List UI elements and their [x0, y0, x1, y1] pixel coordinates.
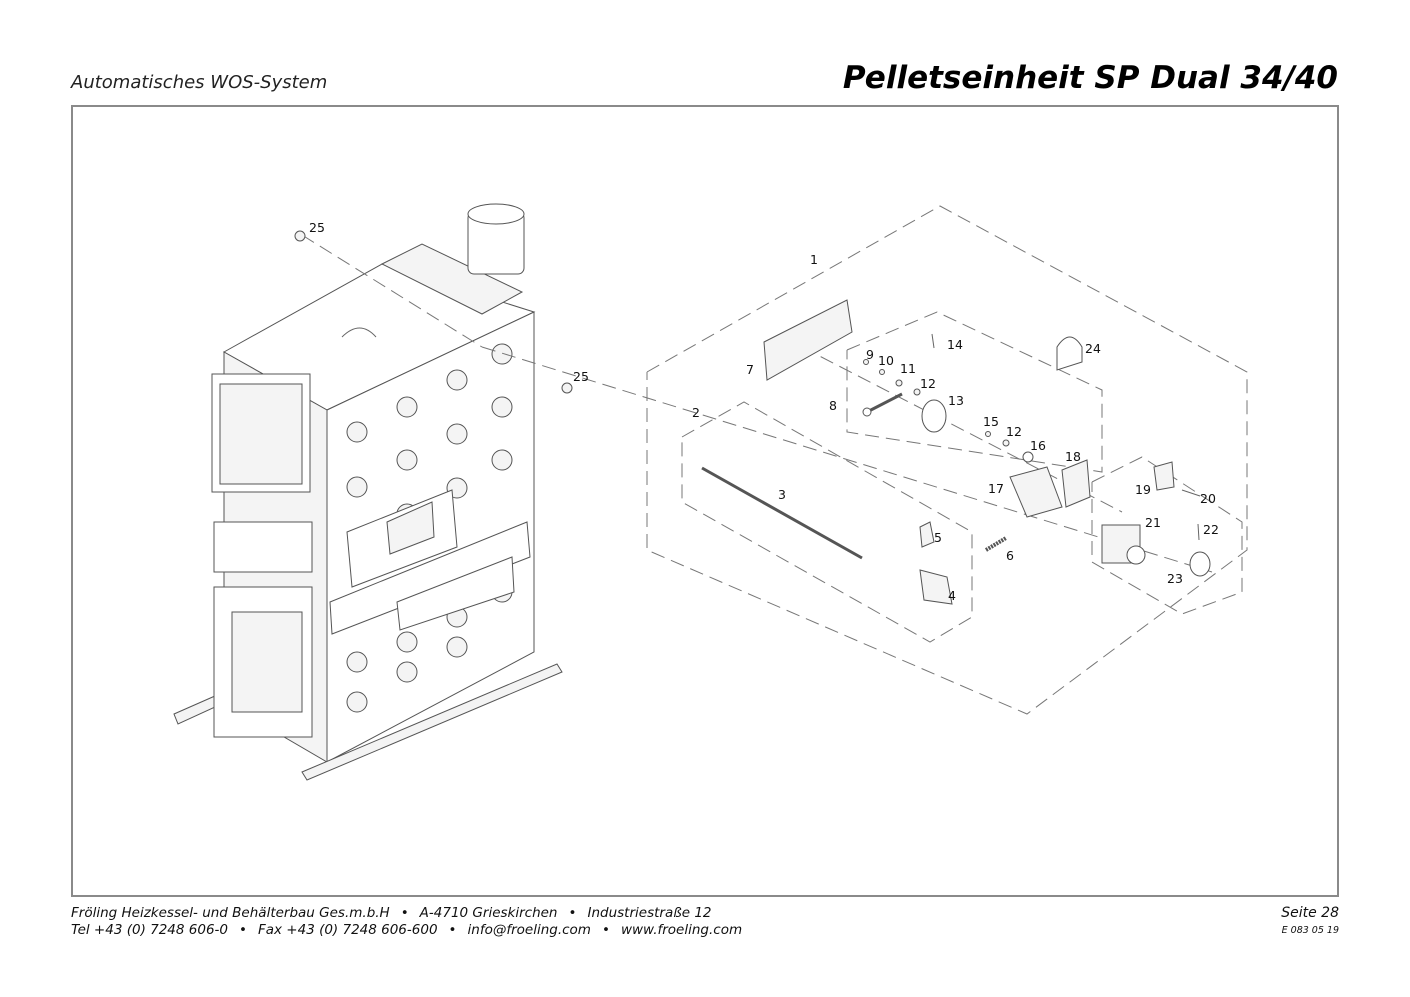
document-title: Pelletseinheit SP Dual 34/40 — [842, 60, 1338, 96]
callout-6: 6 — [1006, 548, 1014, 563]
footer-address-line: Fröling Heizkessel- und Behälterbau Ges.… — [71, 905, 712, 921]
callout-3: 3 — [778, 487, 786, 502]
callout-24: 24 — [1085, 341, 1101, 356]
exploded-view-drawing: 1 2 3 4 5 6 7 8 9 10 11 12 12 13 14 15 1… — [173, 203, 1248, 781]
footer-tel: Tel +43 (0) 7248 606-0 — [71, 922, 228, 938]
footer-bullet: • — [448, 922, 457, 938]
footer-bullet: • — [239, 922, 247, 938]
document-subtitle: Automatisches WOS-System — [71, 72, 328, 93]
footer-email[interactable]: info@froeling.com — [467, 922, 591, 938]
callout-22: 22 — [1203, 522, 1219, 537]
callout-13: 13 — [948, 393, 964, 408]
callout-16: 16 — [1030, 438, 1046, 453]
callout-20: 20 — [1200, 491, 1216, 506]
callout-18: 18 — [1065, 449, 1081, 464]
callout-7: 7 — [746, 362, 754, 377]
callout-labels: 1 2 3 4 5 6 7 8 9 10 11 12 12 13 14 15 1… — [309, 220, 1219, 603]
footer-city: A-4710 Grieskirchen — [419, 905, 558, 921]
callout-15: 15 — [983, 414, 999, 429]
callout-2: 2 — [692, 405, 700, 420]
callout-11: 11 — [900, 361, 916, 376]
callout-17: 17 — [988, 481, 1004, 496]
callout-23: 23 — [1167, 571, 1183, 586]
callout-25b: 25 — [573, 369, 589, 384]
drawing-frame: 1 2 3 4 5 6 7 8 9 10 11 12 12 13 14 15 1… — [71, 105, 1339, 897]
callout-21: 21 — [1145, 515, 1161, 530]
footer-street: Industriestraße 12 — [587, 905, 712, 921]
callout-1: 1 — [810, 252, 818, 267]
callout-14: 14 — [947, 337, 963, 352]
footer-company: Fröling Heizkessel- und Behälterbau Ges.… — [71, 905, 390, 921]
callout-25a: 25 — [309, 220, 325, 235]
callout-10: 10 — [878, 353, 894, 368]
page-number: Seite 28 — [1281, 905, 1339, 921]
callout-19: 19 — [1135, 482, 1151, 497]
assembly-outlines — [301, 205, 1248, 715]
document-code: E 083 05 19 — [1281, 925, 1339, 936]
callout-12b: 12 — [1006, 424, 1022, 439]
footer-bullet: • — [568, 905, 577, 921]
footer-contact-line: Tel +43 (0) 7248 606-0 • Fax +43 (0) 7248 … — [71, 922, 742, 938]
footer-fax: Fax +43 (0) 7248 606-600 — [257, 922, 438, 938]
footer-bullet: • — [400, 905, 409, 921]
footer-bullet: • — [601, 922, 610, 938]
callout-4: 4 — [948, 588, 956, 603]
callout-5: 5 — [934, 530, 942, 545]
boiler-unit — [173, 203, 563, 781]
callout-8: 8 — [829, 398, 837, 413]
parts — [294, 230, 1211, 605]
callout-9: 9 — [866, 347, 874, 362]
footer-website[interactable]: www.froeling.com — [620, 922, 743, 938]
callout-12a: 12 — [920, 376, 936, 391]
